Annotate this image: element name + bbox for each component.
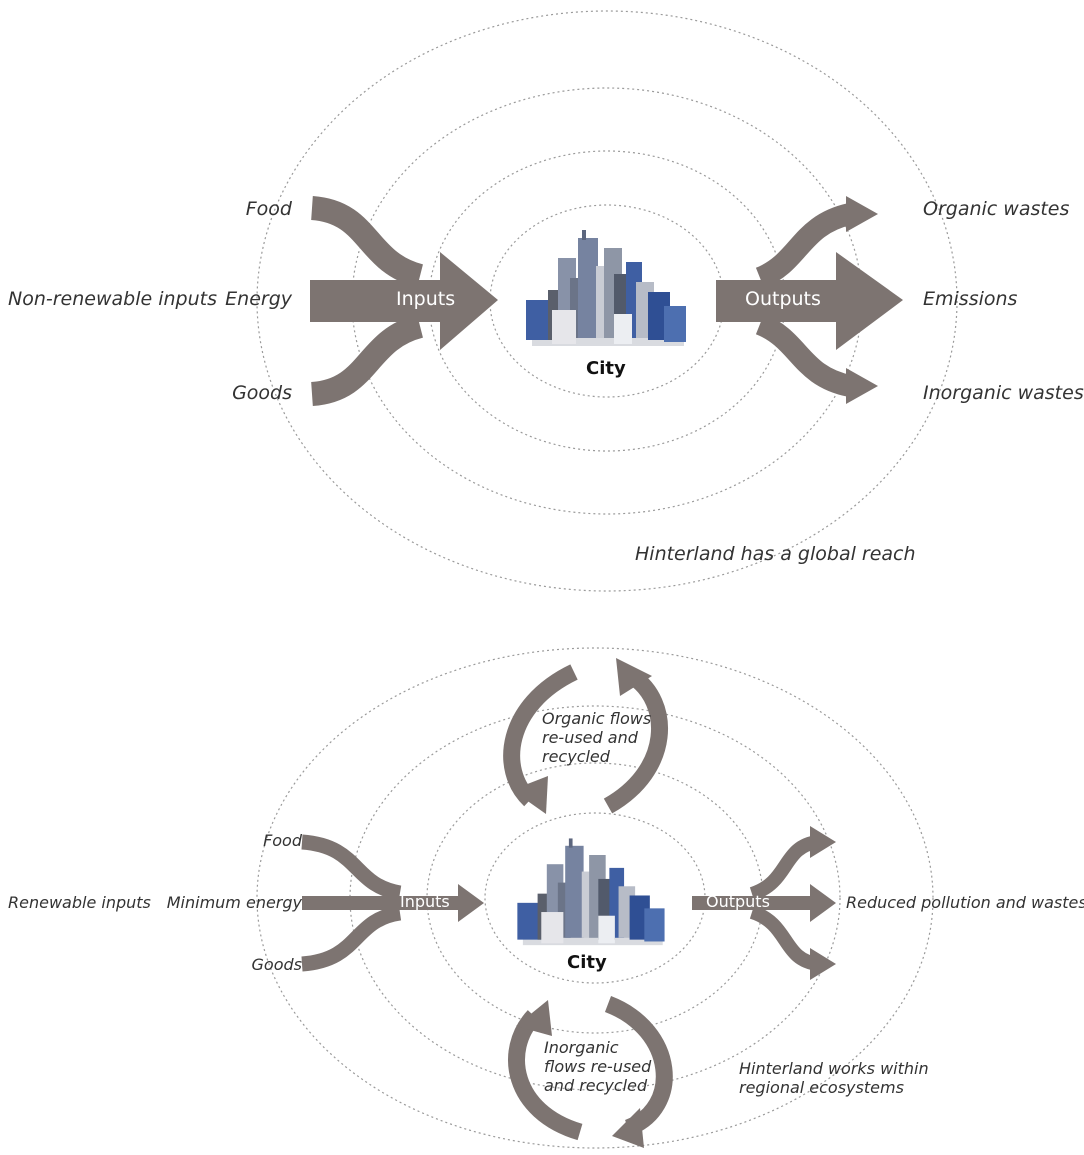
top-output-arrowhead-upper: [846, 196, 878, 232]
bottom-ring-3: [349, 705, 841, 1091]
bottom-output-arrow: [749, 835, 820, 971]
inorganic-loop: [508, 996, 673, 1148]
bottom-input-goods: Goods: [251, 955, 302, 974]
organic-loop-label: Organic flows re-used and recycled: [542, 709, 652, 767]
bottom-input-arrow-body: [302, 884, 484, 922]
bottom-source-label: Renewable inputs: [8, 893, 151, 912]
bottom-input-arrow: [301, 834, 402, 972]
bottom-input-energy: Minimum energy: [166, 893, 302, 912]
bottom-output-arrow-body: [692, 884, 836, 922]
organic-loop: [503, 658, 668, 814]
top-output-emissions: Emissions: [923, 288, 1018, 310]
top-outputs-flow-label: Outputs: [745, 288, 821, 310]
top-output-organic: Organic wastes: [923, 198, 1070, 220]
top-input-arrow-body: [310, 252, 498, 350]
top-inputs-flow-label: Inputs: [396, 288, 456, 310]
bottom-output-arrowhead-lower: [810, 948, 836, 980]
bottom-outputs-label: Reduced pollution and wastes: [846, 893, 1084, 912]
top-source-label: Non-renewable inputs: [8, 288, 217, 310]
top-city-image: [526, 230, 686, 346]
top-output-arrowhead-lower: [846, 368, 878, 404]
bottom-city-image: [517, 838, 665, 946]
bottom-output-arrowhead-upper: [810, 826, 836, 858]
top-input-energy: Energy: [225, 288, 292, 310]
bottom-inputs-flow-label: Inputs: [400, 892, 450, 911]
bottom-input-food: Food: [263, 831, 302, 850]
top-input-arrow: [310, 196, 424, 406]
top-output-arrow: [755, 203, 853, 397]
bottom-outputs-flow-label: Outputs: [706, 892, 770, 911]
bottom-ring-outer: [256, 647, 934, 1149]
inorganic-loop-label: Inorganic flows re-used and recycled: [544, 1038, 652, 1096]
top-output-arrow-body: [716, 252, 903, 350]
top-input-food: Food: [245, 198, 292, 220]
top-input-goods: Goods: [232, 382, 292, 404]
top-city-label: City: [586, 358, 626, 379]
bottom-hinterland-note: Hinterland works within regional ecosyst…: [739, 1059, 929, 1098]
top-hinterland-note: Hinterland has a global reach: [635, 543, 916, 565]
top-ring-outer: [256, 10, 958, 592]
bottom-city-label: City: [567, 952, 607, 973]
top-output-inorganic: Inorganic wastes: [923, 382, 1084, 404]
